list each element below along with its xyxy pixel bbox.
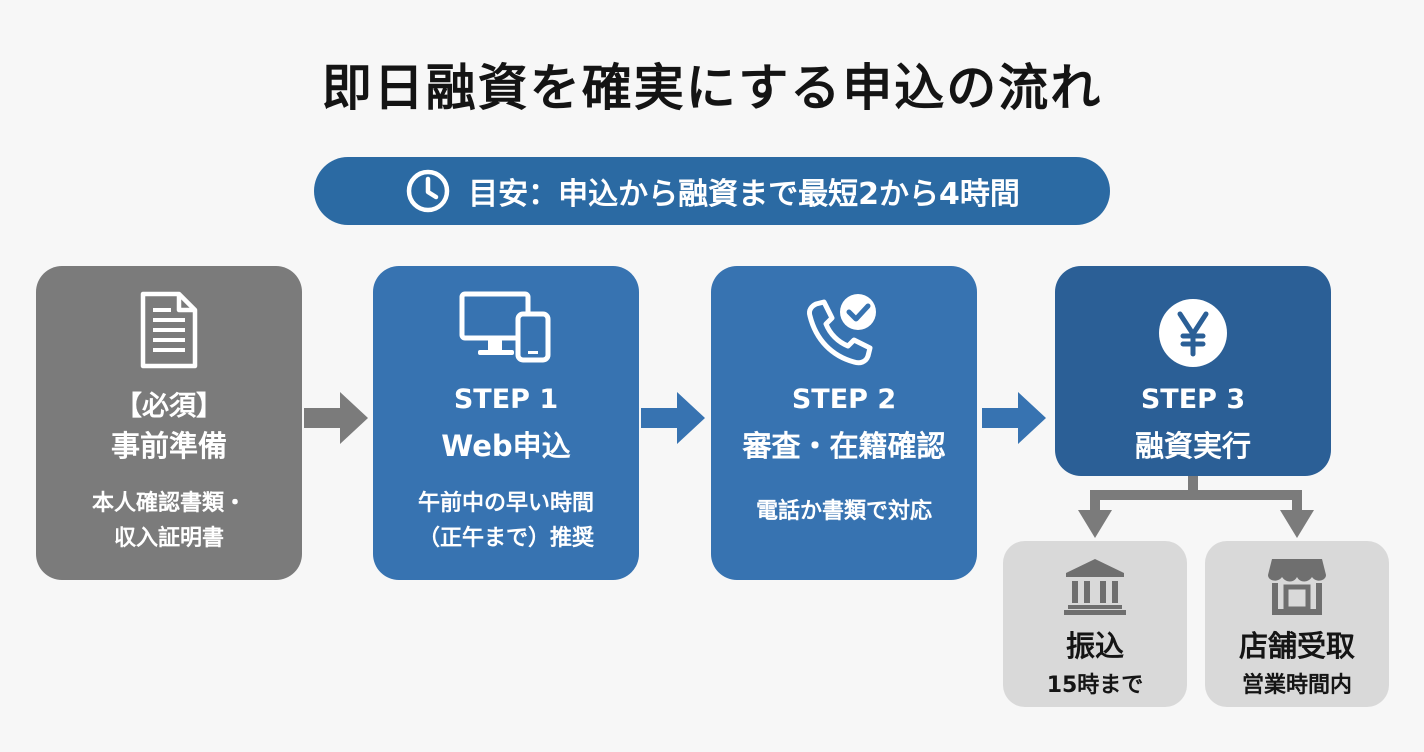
- step-card-screening: STEP 2 審査・在籍確認 電話か書類で対応: [711, 266, 977, 580]
- step-desc-line1: 本人確認書類・: [91, 491, 246, 516]
- timeline-banner: 目安：申込から融資まで最短2から4時間: [314, 157, 1110, 225]
- option-bank-transfer: 振込 15時まで: [1003, 541, 1187, 707]
- option-name: 振込: [1065, 629, 1124, 663]
- step-label: 【必須】: [115, 391, 223, 422]
- timeline-label: 目安：申込から融資まで最短2から4時間: [468, 177, 1020, 212]
- step-name: 事前準備: [110, 429, 227, 463]
- arrow-right-icon: [304, 392, 368, 444]
- step-label: STEP 2: [791, 384, 897, 415]
- option-note: 営業時間内: [1241, 673, 1352, 698]
- step-desc-line1: 午前中の早い時間: [417, 491, 594, 516]
- branch-connector: [1078, 476, 1314, 538]
- option-name: 店舗受取: [1238, 629, 1355, 663]
- step-name: 審査・在籍確認: [742, 429, 946, 463]
- page-title: 即日融資を確実にする申込の流れ: [321, 59, 1103, 117]
- step-card-web-application: STEP 1 Web申込 午前中の早い時間 （正午まで）推奨: [373, 266, 639, 580]
- pc-smartphone-icon: [459, 291, 551, 363]
- phone-check-icon: [807, 294, 876, 366]
- bank-icon: [1064, 559, 1126, 615]
- option-note: 15時まで: [1046, 673, 1144, 698]
- step-card-preparation: 【必須】 事前準備 本人確認書類・ 収入証明書: [36, 266, 302, 580]
- step-name: Web申込: [441, 429, 571, 463]
- document-icon: [140, 291, 198, 369]
- step-label: STEP 3: [1140, 384, 1246, 415]
- step-desc-line2: （正午まで）推奨: [417, 526, 594, 551]
- step-desc-line2: 収入証明書: [113, 526, 224, 551]
- option-store-pickup: 店舗受取 営業時間内: [1205, 541, 1389, 707]
- step-label: STEP 1: [453, 384, 559, 415]
- arrow-right-icon: [982, 392, 1046, 444]
- arrow-right-icon: [641, 392, 705, 444]
- step-desc-line1: 電話か書類で対応: [755, 499, 932, 524]
- clock-icon: [406, 169, 450, 213]
- store-icon: [1268, 559, 1326, 615]
- yen-icon: [1159, 299, 1227, 367]
- step-card-loan-execution: STEP 3 融資実行: [1055, 266, 1331, 476]
- step-name: 融資実行: [1134, 429, 1251, 463]
